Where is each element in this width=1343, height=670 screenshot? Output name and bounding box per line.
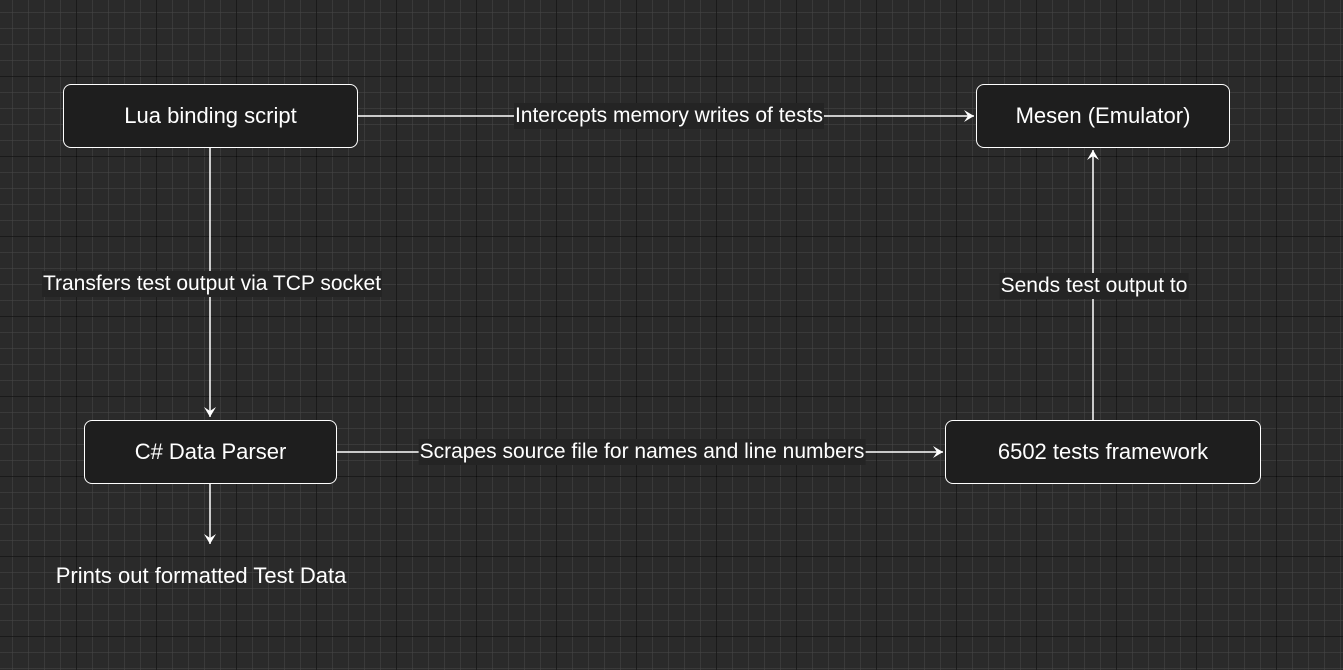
edge-label-lua-to-parser: Transfers test output via TCP socket [41, 271, 383, 297]
node-framework-label: 6502 tests framework [997, 439, 1209, 464]
node-mesen-label: Mesen (Emulator) [1015, 103, 1191, 128]
node-parser-label: C# Data Parser [134, 439, 287, 464]
edge-label-parser-to-framework: Scrapes source file for names and line n… [418, 439, 866, 465]
edge-label-framework-to-mesen: Sends test output to [999, 273, 1189, 299]
node-6502-tests-framework[interactable]: 6502 tests framework [945, 420, 1261, 484]
node-lua-label: Lua binding script [124, 103, 297, 128]
edge-label-lua-to-mesen: Intercepts memory writes of tests [513, 103, 825, 129]
node-mesen-emulator[interactable]: Mesen (Emulator) [976, 84, 1230, 148]
output-text: Prints out formatted Test Data [55, 563, 347, 588]
node-csharp-data-parser[interactable]: C# Data Parser [84, 420, 337, 484]
node-lua-binding-script[interactable]: Lua binding script [63, 84, 358, 148]
